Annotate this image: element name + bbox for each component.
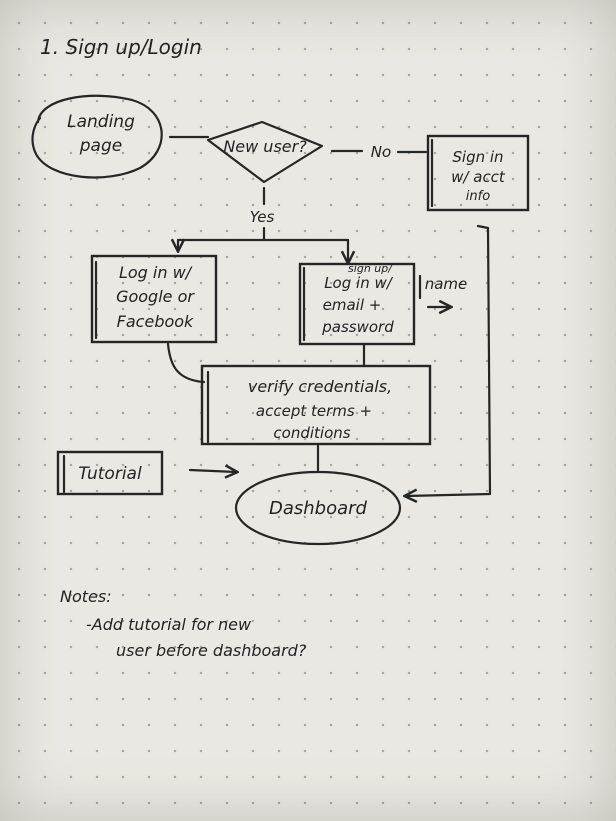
signin-label-line1: Sign in — [452, 148, 503, 166]
node-social-login: Log in w/ Google or Facebook — [90, 254, 218, 344]
social-label-line2: Google or — [116, 287, 195, 306]
edge-label-no: No — [371, 143, 391, 161]
notes-line-1: -Add tutorial for new — [86, 615, 252, 634]
page-heading: 1. Sign up/Login — [40, 35, 202, 59]
edge-label-yes: Yes — [250, 208, 275, 226]
node-landing-page: Landing page — [31, 94, 163, 179]
edge-social-to-verify — [166, 342, 206, 384]
verify-label-line3: conditions — [273, 424, 350, 442]
email-label-line3: password — [321, 318, 394, 336]
landing-label-line1: Landing — [67, 112, 135, 132]
email-overline: sign up/ — [348, 262, 393, 275]
landing-label-line2: page — [79, 136, 122, 156]
tutorial-label: Tutorial — [78, 464, 142, 484]
dashboard-label: Dashboard — [269, 498, 368, 519]
edge-label-name: name — [425, 275, 468, 293]
notes-line-2: user before dashboard? — [116, 641, 307, 660]
email-label-line1: Log in w/ — [324, 274, 394, 292]
signin-label-line2: w/ acct — [451, 168, 506, 186]
decision-label: New user? — [223, 137, 307, 156]
verify-label-line2: accept terms + — [256, 402, 372, 420]
node-new-user-decision: New user? — [206, 120, 324, 184]
node-email-login: sign up/ Log in w/ email + password — [298, 262, 416, 346]
verify-label-line1: verify credentials, — [248, 377, 392, 396]
node-signin-acct: Sign in w/ acct info — [426, 134, 530, 212]
signin-label-line3: info — [466, 189, 490, 204]
social-label-line1: Log in w/ — [119, 263, 193, 282]
node-verify: verify credentials, accept terms + condi… — [200, 364, 432, 446]
email-label-line2: email + — [323, 296, 382, 314]
notes-title: Notes: — [60, 587, 112, 606]
node-tutorial: Tutorial — [56, 450, 164, 496]
node-dashboard: Dashboard — [234, 470, 402, 546]
edge-signin-to-dashboard — [406, 224, 492, 496]
edge-tutorial-to-dashboard — [188, 470, 236, 472]
social-label-line3: Facebook — [117, 312, 194, 331]
